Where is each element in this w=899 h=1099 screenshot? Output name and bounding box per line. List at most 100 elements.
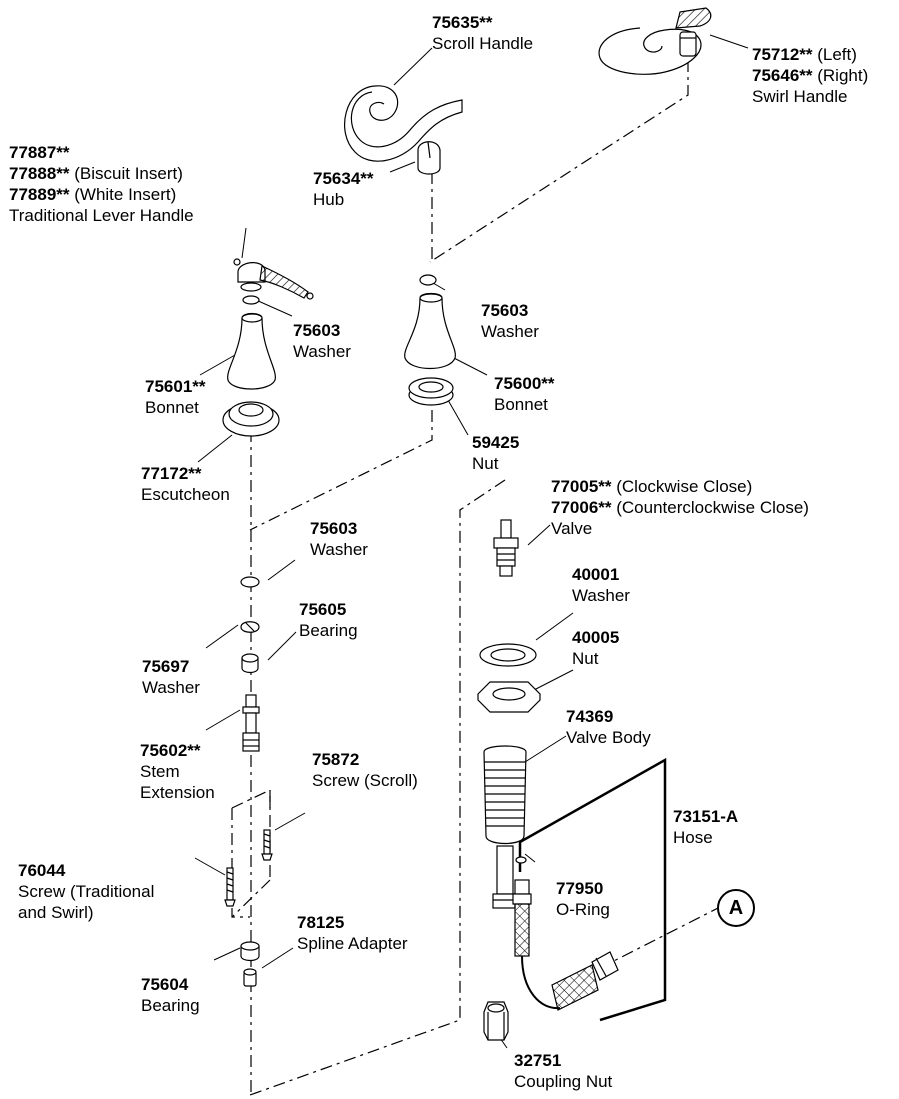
label-screw-scroll: 75872 Screw (Scroll) xyxy=(312,749,418,791)
label-washer-right: 75603 Washer xyxy=(481,300,539,342)
washer-right-part xyxy=(419,274,437,286)
part-number: 75872 xyxy=(312,750,360,769)
spline-adapter-part xyxy=(243,968,257,987)
part-name: Bonnet xyxy=(145,398,199,417)
hose-part xyxy=(512,757,667,1022)
part-note: (White Insert) xyxy=(69,185,177,204)
part-number: 74369 xyxy=(566,707,614,726)
part-mark: ** xyxy=(188,464,202,483)
washer-lower-part xyxy=(240,576,260,588)
label-spline-adapter: 78125 Spline Adapter xyxy=(297,912,408,954)
escutcheon-part xyxy=(222,401,280,437)
part-number: 77006 xyxy=(551,498,599,517)
part-number: 77889 xyxy=(9,185,57,204)
part-mark: ** xyxy=(192,377,206,396)
label-washer-75697: 75697 Washer xyxy=(142,656,200,698)
part-name: Washer xyxy=(310,540,368,559)
callout-a-circle: A xyxy=(717,889,755,927)
part-number: 73151-A xyxy=(673,807,739,826)
part-note: (Right) xyxy=(812,66,869,85)
part-name: Valve Body xyxy=(566,728,651,747)
part-name: Washer xyxy=(572,586,630,605)
part-name: Screw (Scroll) xyxy=(312,771,418,790)
label-swirl-handle: 75712** (Left) 75646** (Right) Swirl Han… xyxy=(752,44,868,107)
part-note: (Clockwise Close) xyxy=(611,477,753,496)
part-number: 75602 xyxy=(140,741,188,760)
part-number: 59425 xyxy=(472,433,520,452)
part-mark: ** xyxy=(541,374,555,393)
screw-scroll-part xyxy=(261,829,273,861)
part-name: Screw (Traditional xyxy=(18,882,155,901)
part-name: Valve xyxy=(551,519,593,538)
part-number: 75604 xyxy=(141,975,189,994)
label-washer-left: 75603 Washer xyxy=(293,320,351,362)
part-note: (Biscuit Insert) xyxy=(69,164,183,183)
label-hose: 73151-A Hose xyxy=(673,806,738,848)
part-number: 40005 xyxy=(572,628,620,647)
part-name: Escutcheon xyxy=(141,485,230,504)
part-note: (Left) xyxy=(812,45,857,64)
part-number: 78125 xyxy=(297,913,345,932)
part-number: 77172 xyxy=(141,464,189,483)
part-name: Extension xyxy=(140,783,215,802)
label-o-ring: 77950 O-Ring xyxy=(556,878,610,920)
label-washer-lower: 75603 Washer xyxy=(310,518,368,560)
part-name: Stem xyxy=(140,762,180,781)
part-name: Nut xyxy=(472,454,499,473)
part-number: 75600 xyxy=(494,374,542,393)
nut-40005-part xyxy=(477,681,541,713)
label-nut-40005: 40005 Nut xyxy=(572,627,619,669)
part-mark: ** xyxy=(598,477,612,496)
washer-left-part xyxy=(242,295,260,305)
part-note: (Counterclockwise Close) xyxy=(611,498,809,517)
part-name: Hose xyxy=(673,828,713,847)
label-washer-40001: 40001 Washer xyxy=(572,564,630,606)
nut-59425-part xyxy=(408,377,454,406)
bonnet-right-part xyxy=(404,292,456,369)
stem-extension-part xyxy=(242,694,260,752)
label-nut-59425: 59425 Nut xyxy=(472,432,519,474)
label-scroll-handle: 75635** Scroll Handle xyxy=(432,12,533,54)
label-escutcheon: 77172** Escutcheon xyxy=(141,463,230,505)
part-mark: ** xyxy=(598,498,612,517)
part-number: 75605 xyxy=(299,600,347,619)
part-mark: ** xyxy=(479,13,493,32)
part-number: 75603 xyxy=(293,321,341,340)
bearing-75604-part xyxy=(240,941,260,962)
label-valve-body: 74369 Valve Body xyxy=(566,706,651,748)
part-number: 75635 xyxy=(432,13,480,32)
part-name: Nut xyxy=(572,649,599,668)
part-number: 77887 xyxy=(9,143,57,162)
label-coupling-nut: 32751 Coupling Nut xyxy=(514,1050,612,1092)
hub-part xyxy=(417,141,441,175)
part-name: Scroll Handle xyxy=(432,34,534,53)
coupling-nut-part xyxy=(483,1001,509,1041)
label-bonnet-right: 75600** Bonnet xyxy=(494,373,555,415)
part-number: 40001 xyxy=(572,565,620,584)
part-number: 76044 xyxy=(18,861,66,880)
part-mark: ** xyxy=(799,66,813,85)
label-bearing-75604: 75604 Bearing xyxy=(141,974,200,1016)
part-number: 77950 xyxy=(556,879,604,898)
valve-part xyxy=(493,519,519,577)
part-name: Coupling Nut xyxy=(514,1072,613,1091)
o-ring-part xyxy=(515,856,527,864)
part-number: 75634 xyxy=(313,169,361,188)
part-number: 32751 xyxy=(514,1051,562,1070)
part-number: 75712 xyxy=(752,45,800,64)
label-hub: 75634** Hub xyxy=(313,168,374,210)
part-number: 77888 xyxy=(9,164,57,183)
part-mark: ** xyxy=(360,169,374,188)
label-lever-handle: 77887** 77888** (Biscuit Insert) 77889**… xyxy=(9,142,194,226)
part-name: Swirl Handle xyxy=(752,87,848,106)
scroll-handle-part xyxy=(344,85,463,162)
part-mark: ** xyxy=(56,143,70,162)
part-name: Spline Adapter xyxy=(297,934,408,953)
part-mark: ** xyxy=(187,741,201,760)
label-bearing-75605: 75605 Bearing xyxy=(299,599,358,641)
label-screw-traditional: 76044 Screw (Traditional and Swirl) xyxy=(18,860,154,923)
part-name: Bearing xyxy=(141,996,200,1015)
part-mark: ** xyxy=(799,45,813,64)
part-mark: ** xyxy=(56,185,70,204)
